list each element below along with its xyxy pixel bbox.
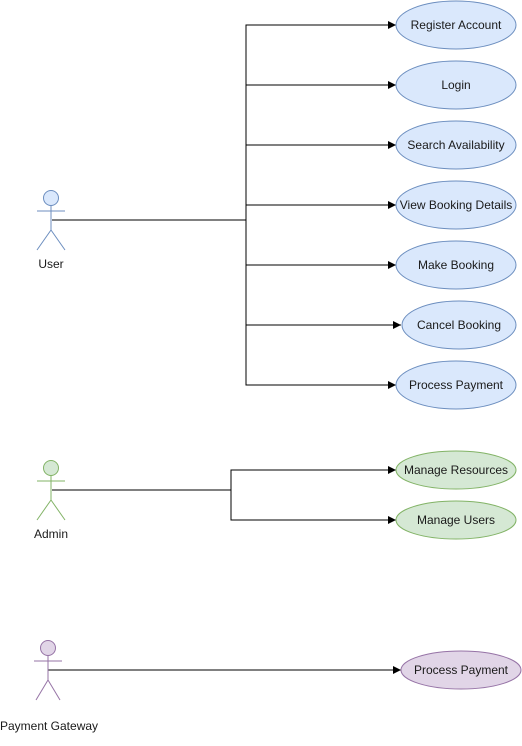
usecase-cancel-booking-label: Cancel Booking	[417, 318, 501, 332]
actor-gateway-label: Payment Gateway	[0, 719, 98, 733]
usecase-view-booking-details[interactable]: View Booking Details	[395, 180, 517, 230]
actor-user-label: User	[38, 257, 63, 271]
actor-gateway-head	[40, 640, 56, 656]
usecase-process-payment-gateway[interactable]: Process Payment	[400, 650, 522, 690]
actor-user-head	[43, 190, 59, 206]
usecase-manage-resources-label: Manage Resources	[404, 463, 508, 477]
actor-user[interactable]	[36, 190, 66, 251]
usecase-make-booking-label: Make Booking	[418, 258, 494, 272]
usecase-process-payment-user-label: Process Payment	[409, 378, 504, 392]
connector-user-make	[245, 220, 396, 269]
usecase-manage-resources[interactable]: Manage Resources	[395, 450, 517, 490]
usecase-manage-users[interactable]: Manage Users	[395, 500, 517, 540]
usecase-register-account[interactable]: Register Account	[395, 0, 517, 50]
usecase-make-booking[interactable]: Make Booking	[395, 240, 517, 290]
usecase-process-payment-gateway-label: Process Payment	[414, 663, 509, 677]
actor-payment-gateway[interactable]	[34, 640, 62, 701]
usecase-cancel-booking[interactable]: Cancel Booking	[401, 300, 517, 350]
actor-admin-label: Admin	[34, 527, 68, 541]
usecase-login[interactable]: Login	[395, 60, 517, 110]
usecase-view-booking-details-label: View Booking Details	[400, 198, 513, 212]
connector-admin-resources	[52, 466, 396, 491]
actor-admin[interactable]	[36, 460, 66, 521]
connector-admin-users	[230, 490, 396, 524]
usecase-register-account-label: Register Account	[411, 18, 502, 32]
user-connectors	[52, 21, 401, 389]
usecase-login-label: Login	[441, 78, 470, 92]
usecase-search-availability[interactable]: Search Availability	[395, 120, 517, 170]
usecase-process-payment-user[interactable]: Process Payment	[395, 360, 517, 410]
admin-connectors	[52, 466, 396, 524]
usecase-search-availability-label: Search Availability	[407, 138, 504, 152]
connector-user-register	[52, 21, 396, 221]
usecase-manage-users-label: Manage Users	[417, 513, 495, 527]
actor-admin-head	[43, 460, 59, 476]
connector-user-payment	[245, 265, 396, 389]
